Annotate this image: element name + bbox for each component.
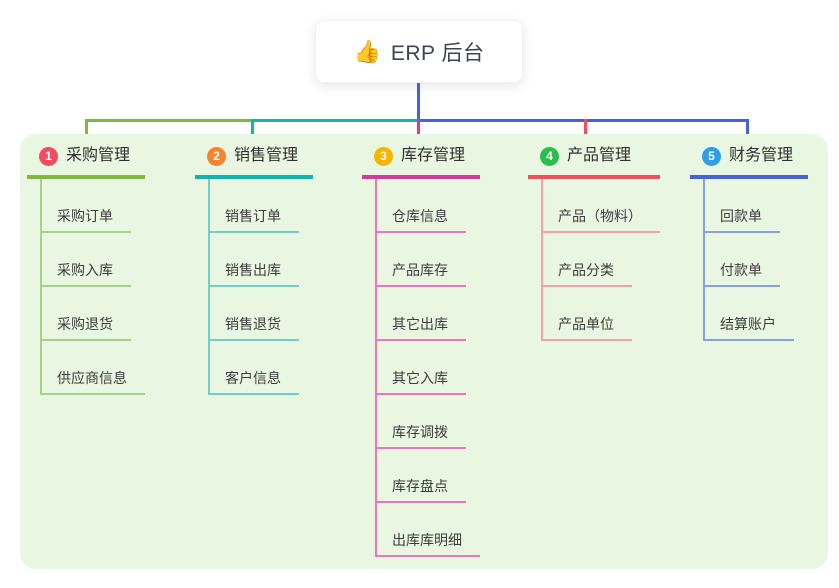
- branch-item[interactable]: 产品分类: [543, 233, 632, 287]
- branch-children: 采购订单采购入库采购退货供应商信息: [40, 179, 145, 395]
- branch-children: 回款单付款单结算账户: [703, 179, 808, 341]
- branch-item[interactable]: 其它入库: [377, 341, 466, 395]
- branch-topic[interactable]: 3 库存管理: [362, 145, 480, 179]
- branch-item[interactable]: 出库库明细: [377, 503, 480, 557]
- branch-topic[interactable]: 2 销售管理: [195, 145, 313, 179]
- connector-drop: [85, 119, 88, 145]
- branch-item[interactable]: 结算账户: [705, 287, 794, 341]
- branch-item[interactable]: 销售出库: [210, 233, 299, 287]
- branch-topic-label: 采购管理: [66, 147, 131, 164]
- connector-drop: [417, 119, 420, 145]
- branch-item[interactable]: 供应商信息: [42, 341, 145, 395]
- branch-1: 1 采购管理 采购订单采购入库采购退货供应商信息: [27, 145, 145, 395]
- mindmap-panel: [20, 134, 828, 569]
- branch-item[interactable]: 销售退货: [210, 287, 299, 341]
- branch-number-badge: 4: [540, 146, 559, 166]
- branch-item[interactable]: 采购退货: [42, 287, 131, 341]
- branch-children: 仓库信息产品库存其它出库其它入库库存调拨库存盘点出库库明细: [375, 179, 480, 557]
- connector-bar-segment: [417, 119, 749, 122]
- branch-5: 5 财务管理 回款单付款单结算账户: [690, 145, 808, 341]
- branch-4: 4 产品管理 产品（物料）产品分类产品单位: [528, 145, 660, 341]
- branch-item[interactable]: 采购订单: [42, 179, 131, 233]
- branch-3: 3 库存管理 仓库信息产品库存其它出库其它入库库存调拨库存盘点出库库明细: [362, 145, 480, 557]
- branch-item[interactable]: 客户信息: [210, 341, 299, 395]
- branch-number-badge: 5: [702, 146, 721, 166]
- root-label: ERP 后台: [390, 41, 485, 65]
- branch-item[interactable]: 其它出库: [377, 287, 466, 341]
- branch-topic-label: 库存管理: [401, 147, 466, 164]
- branch-item[interactable]: 库存盘点: [377, 449, 466, 503]
- branch-item[interactable]: 销售订单: [210, 179, 299, 233]
- branch-item[interactable]: 产品单位: [543, 287, 632, 341]
- connector-bar-segment: [85, 119, 252, 122]
- connector-stem: [417, 83, 420, 122]
- branch-item[interactable]: 产品库存: [377, 233, 466, 287]
- branch-children: 产品（物料）产品分类产品单位: [541, 179, 660, 341]
- branch-item[interactable]: 库存调拨: [377, 395, 466, 449]
- branch-2: 2 销售管理 销售订单销售出库销售退货客户信息: [195, 145, 313, 395]
- thumbs-up-icon: 👍: [353, 38, 381, 64]
- root-node[interactable]: 👍 ERP 后台: [315, 20, 523, 83]
- branch-item[interactable]: 回款单: [705, 179, 780, 233]
- connector-bar-segment: [251, 119, 418, 122]
- connector-drop: [251, 119, 254, 145]
- branch-item[interactable]: 采购入库: [42, 233, 131, 287]
- branch-topic[interactable]: 1 采购管理: [27, 145, 145, 179]
- branch-topic[interactable]: 5 财务管理: [690, 145, 808, 179]
- branch-topic-label: 财务管理: [729, 147, 794, 164]
- branch-topic[interactable]: 4 产品管理: [528, 145, 660, 179]
- branch-topic-label: 销售管理: [234, 147, 299, 164]
- connector-drop: [584, 119, 587, 145]
- branch-number-badge: 2: [207, 146, 226, 166]
- branch-number-badge: 1: [39, 146, 58, 166]
- branch-topic-label: 产品管理: [567, 147, 632, 164]
- branch-item[interactable]: 付款单: [705, 233, 780, 287]
- branch-item[interactable]: 仓库信息: [377, 179, 466, 233]
- branch-number-badge: 3: [374, 146, 393, 166]
- connector-drop: [746, 119, 749, 145]
- branch-item[interactable]: 产品（物料）: [543, 179, 660, 233]
- branch-children: 销售订单销售出库销售退货客户信息: [208, 179, 313, 395]
